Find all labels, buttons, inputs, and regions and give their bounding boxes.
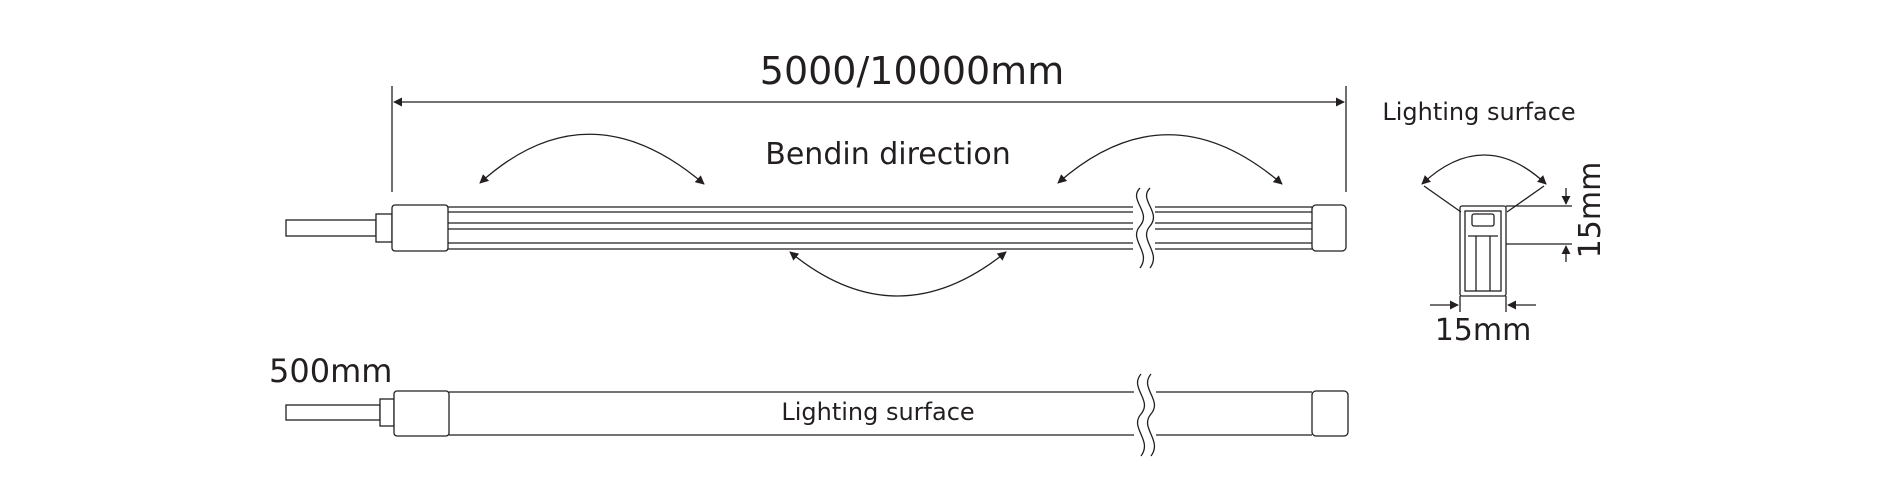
cross-section-angle-arc <box>1421 154 1547 185</box>
lighting-surface-top-label: Lighting surface <box>1382 98 1575 126</box>
bending-arrows <box>479 133 1283 297</box>
cable-length-label: 500mm <box>269 352 392 390</box>
profile-inner <box>1464 210 1502 292</box>
bottom-cable-grommet <box>379 398 395 427</box>
profile-outline <box>1459 205 1507 297</box>
top-end-cap-right <box>1311 204 1347 252</box>
top-strip <box>285 187 1347 269</box>
bottom-break-line-right <box>1146 373 1156 457</box>
top-cable-grommet <box>375 213 393 243</box>
bend-arrow-left <box>479 133 705 185</box>
top-break-gap <box>1133 196 1155 266</box>
bottom-break-line-left <box>1136 373 1146 457</box>
bottom-end-cap-left <box>393 390 450 437</box>
top-cable <box>285 219 377 237</box>
profile-led-chip <box>1471 213 1495 227</box>
bending-direction-label: Bendin direction <box>765 137 1010 172</box>
length-dimension <box>391 86 1347 192</box>
cross-section <box>1421 154 1572 312</box>
width-dimension-label: 15mm <box>1435 313 1532 348</box>
lighting-surface-strip-label: Lighting surface <box>781 398 974 426</box>
bottom-end-cap-right <box>1311 390 1349 437</box>
bend-arrow-bottom <box>789 251 1007 297</box>
angle-ray-right <box>1506 185 1545 213</box>
top-end-cap-left <box>391 204 449 252</box>
angle-ray-left <box>1423 185 1462 213</box>
height-dimension-label: 15mm <box>1573 162 1608 259</box>
bend-arrow-right <box>1057 134 1283 185</box>
top-break-line-right <box>1145 187 1155 269</box>
top-break-line-left <box>1135 187 1145 269</box>
total-length-label: 5000/10000mm <box>760 49 1064 93</box>
bottom-cable <box>285 404 381 421</box>
bottom-strip <box>285 373 1349 457</box>
